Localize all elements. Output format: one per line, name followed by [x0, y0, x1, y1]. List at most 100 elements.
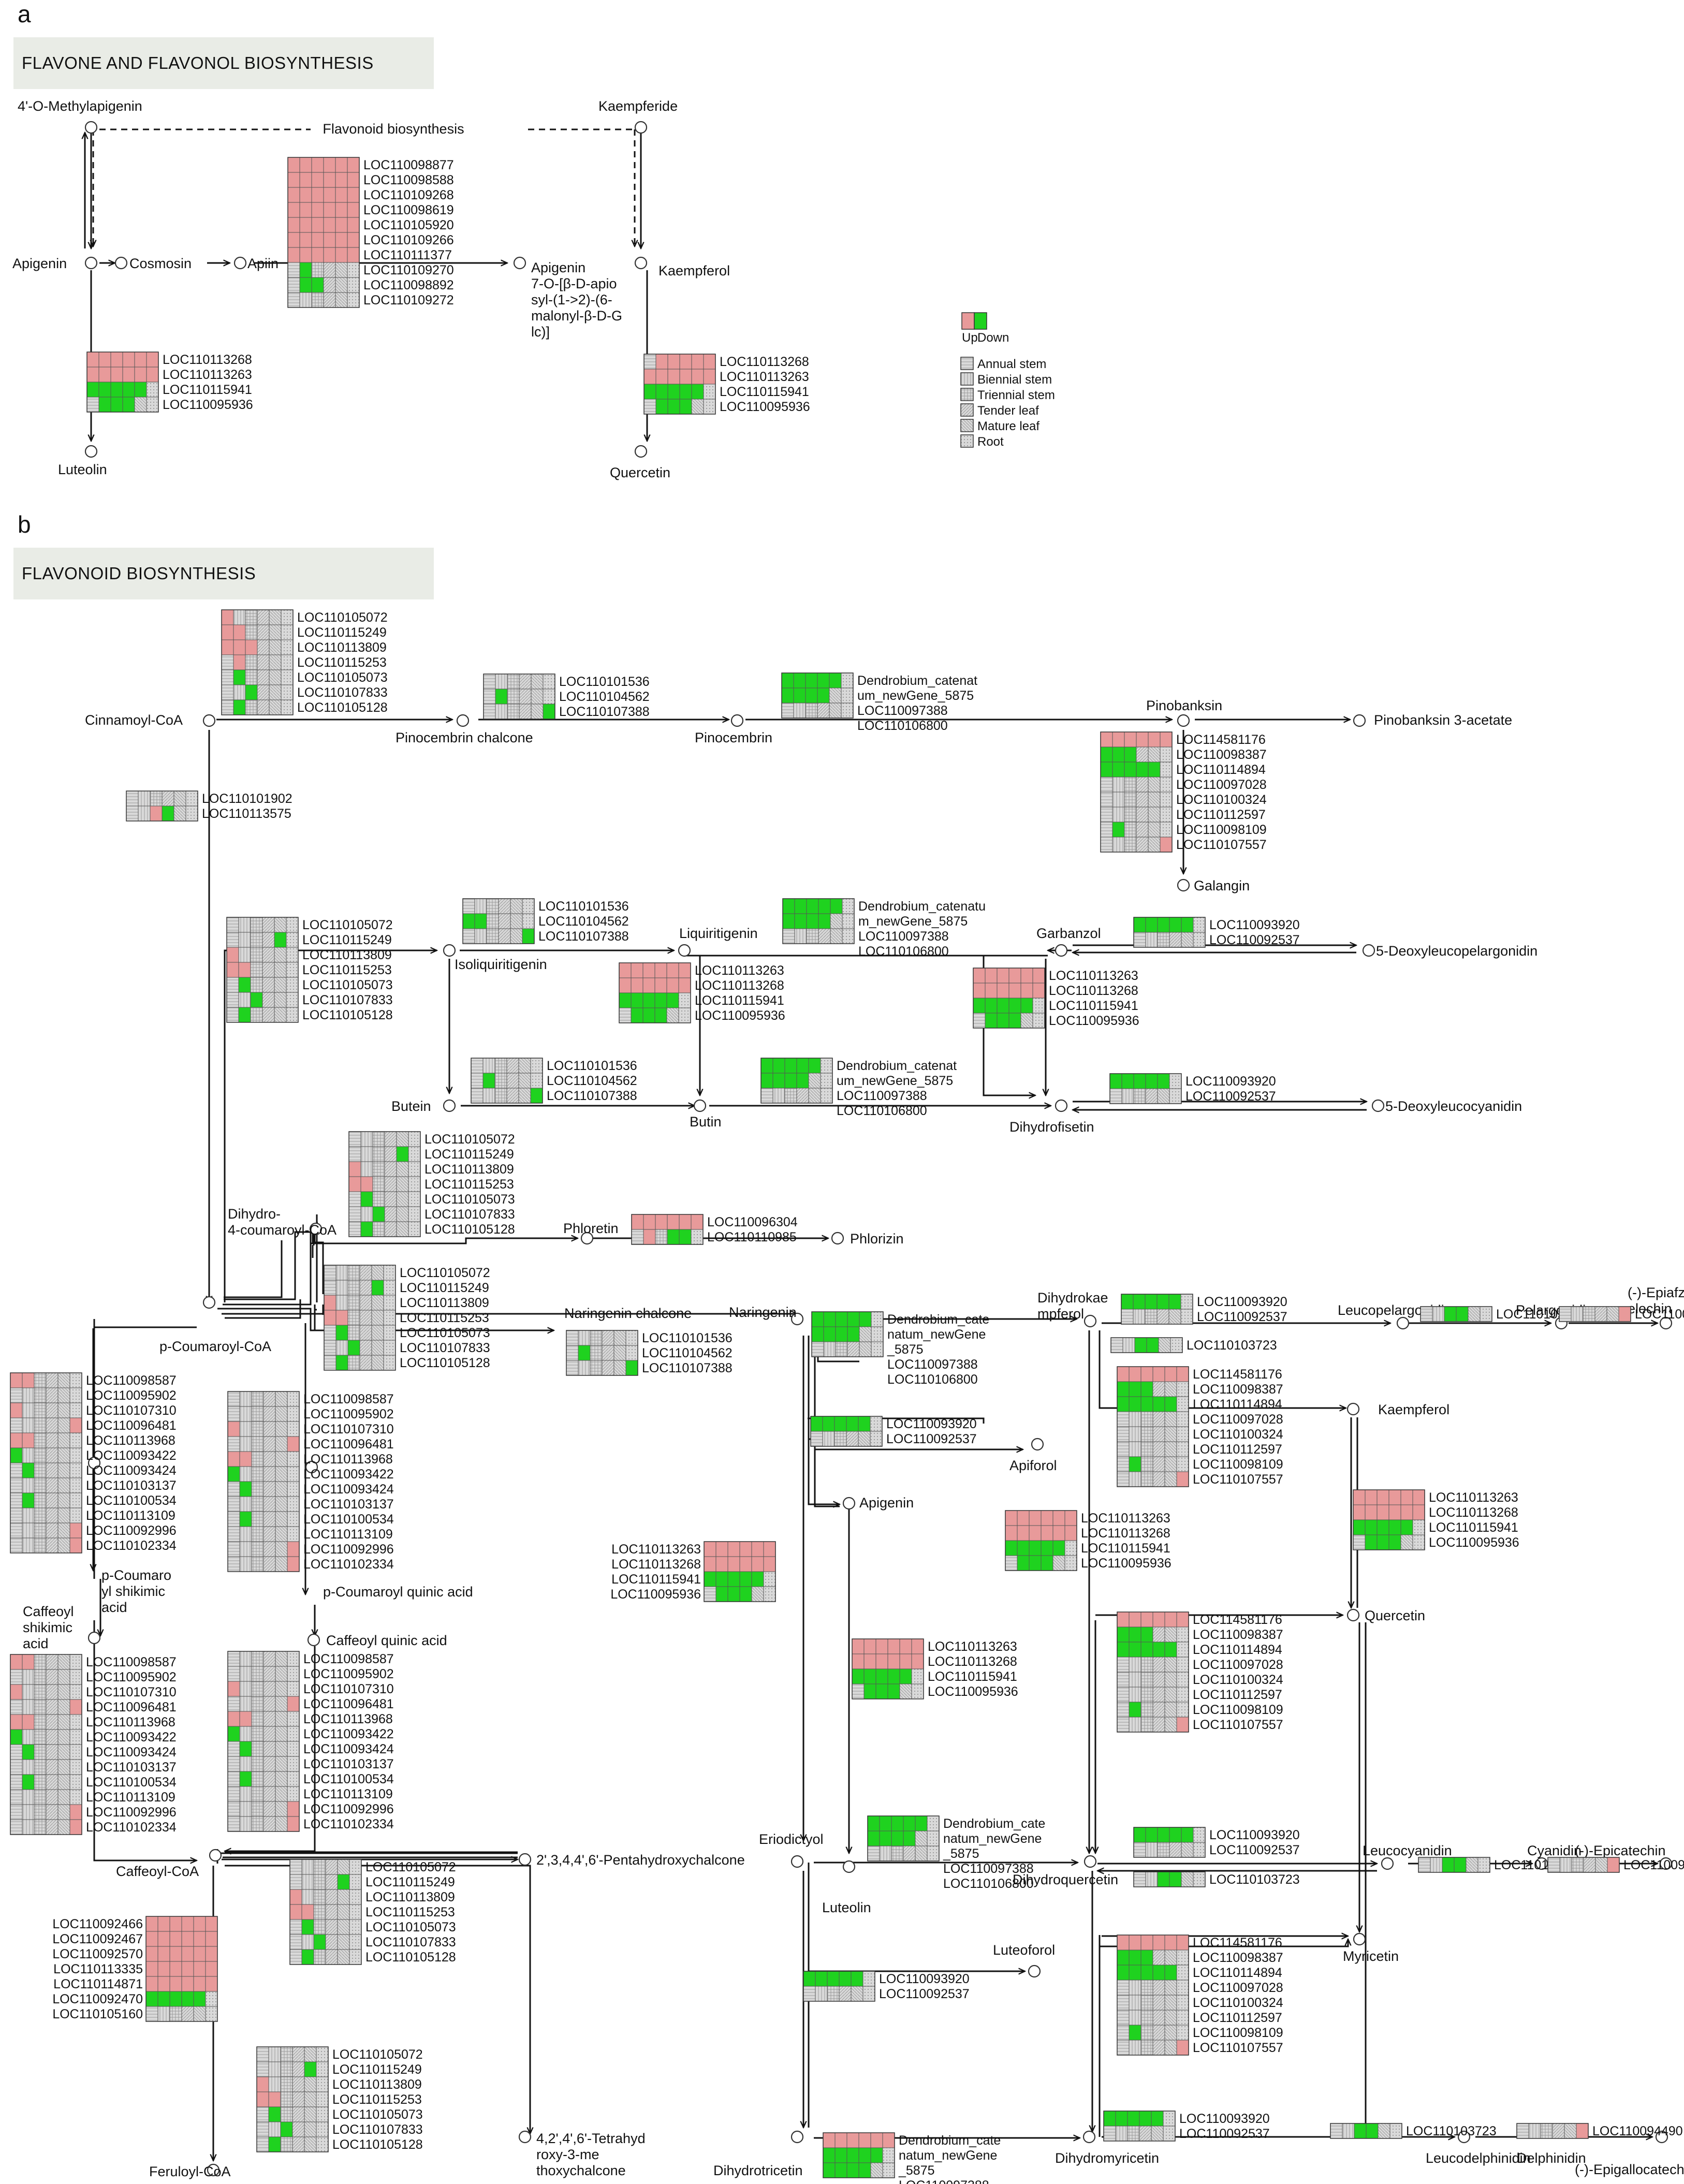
expression-cell: [1164, 1441, 1177, 1457]
expression-cell: [275, 1726, 288, 1742]
gene-label: LOC110103723: [1209, 1872, 1300, 1887]
expression-cell: [262, 992, 275, 1008]
expression-cell: [530, 1073, 543, 1089]
metabolite-label: 5-Deoxyleucopelargonidin: [1376, 943, 1537, 959]
expression-cell: [69, 1417, 82, 1433]
expression-cell: [250, 992, 263, 1008]
expression-cell: [506, 1088, 519, 1104]
expression-cell: [1117, 2040, 1130, 2056]
expression-cell: [1129, 1641, 1141, 1658]
expression-cell: [494, 1058, 507, 1074]
expression-cell: [867, 1845, 880, 1861]
expression-cell: [221, 654, 234, 670]
gene-label: LOC110098892: [363, 278, 454, 292]
expression-cell: [703, 384, 716, 400]
expression-cell: [162, 805, 174, 822]
expression-cell: [335, 1340, 348, 1356]
expression-cell: [126, 805, 139, 822]
expression-cell: [275, 1711, 288, 1727]
metabolite-node: [1396, 1316, 1410, 1330]
metabolite-node: [1055, 944, 1068, 957]
expression-cell: [691, 1214, 704, 1230]
expression-cell: [335, 202, 348, 218]
expression-cell: [275, 1666, 288, 1682]
expression-cell: [1181, 917, 1194, 933]
expression-cell: [1559, 1857, 1572, 1873]
metabolite-label: Dihydroquercetin: [1013, 1872, 1118, 1887]
expression-cell: [335, 262, 348, 278]
gene-label: LOC110096481: [303, 1437, 394, 1452]
expression-cell: [1152, 1687, 1165, 1703]
expression-cell: [287, 262, 300, 278]
expression-cell: [287, 247, 300, 263]
expression-cell: [256, 2136, 269, 2152]
expression-cell: [34, 1537, 47, 1553]
metabolite-label: Kaempferol: [1378, 1402, 1449, 1417]
expression-cell: [146, 351, 159, 368]
expression-cell: [1176, 1366, 1189, 1382]
gene-label: LOC110111377: [363, 248, 452, 262]
expression-cell: [311, 232, 324, 248]
expression-cell: [727, 1556, 740, 1572]
expression-cell: [251, 1651, 264, 1667]
expression-cell: [239, 1816, 252, 1832]
expression-cell: [226, 947, 239, 963]
legend-tissue-swatch: [960, 403, 974, 417]
metabolite-node: [1346, 1402, 1360, 1416]
expression-cell: [1140, 1672, 1153, 1688]
gene-label: LOC110092996: [303, 1542, 394, 1557]
gene-label: LOC110097388: [887, 1357, 978, 1372]
expression-cell: [227, 1481, 240, 1497]
expression-cell: [227, 1771, 240, 1787]
legend-up-swatch: [961, 312, 975, 330]
gene-label: natum_newGene: [899, 2148, 997, 2163]
expression-cell: [498, 913, 511, 929]
gene-label: LOC110113263: [1081, 1511, 1170, 1526]
expression-cell: [263, 1816, 276, 1832]
gene-label: LOC110107833: [332, 2122, 423, 2137]
gene-heatmap: LOC110105072LOC110115249LOC110113809LOC1…: [324, 1265, 490, 1371]
expression-cell: [57, 1447, 70, 1463]
gene-label: LOC110104562: [559, 690, 650, 704]
expression-cell: [46, 1714, 58, 1730]
expression-cell: [1112, 731, 1125, 747]
expression-cell: [239, 1451, 252, 1467]
expression-cell: [1377, 1534, 1389, 1550]
expression-cell: [173, 805, 186, 822]
expression-cell: [1176, 1702, 1189, 1718]
expression-cell: [269, 639, 282, 655]
gene-label: LOC110105072: [424, 1132, 515, 1147]
expression-cell: [262, 977, 275, 993]
expression-cell: [887, 1683, 900, 1699]
expression-cell: [46, 1669, 58, 1685]
metabolite-label: Luteolin: [58, 462, 107, 477]
gene-label: LOC110092467: [52, 1932, 143, 1946]
gene-label: LOC110115253: [297, 655, 387, 670]
expression-cell: [169, 1976, 182, 1992]
expression-cell: [1559, 1306, 1572, 1322]
expression-cell: [280, 2106, 293, 2122]
metabolite-label: Eriodictyol: [759, 1831, 824, 1847]
legend-down-swatch: [974, 312, 987, 330]
expression-cell: [57, 1432, 70, 1448]
expression-cell: [1152, 1995, 1165, 2011]
legend-tissue-swatch: [960, 388, 974, 401]
expression-cell: [34, 1462, 47, 1478]
expression-cell: [69, 1387, 82, 1403]
expression-cell: [911, 1638, 924, 1654]
gene-label: m_newGene_5875: [858, 914, 968, 929]
expression-cell: [145, 1976, 158, 1992]
expression-cell: [578, 1330, 591, 1346]
expression-cell: [1117, 1441, 1130, 1457]
expression-cell: [146, 382, 159, 398]
expression-cell: [691, 369, 704, 385]
expression-cell: [323, 217, 336, 233]
expression-cell: [46, 1447, 58, 1463]
gene-label: LOC110107388: [547, 1089, 637, 1103]
expression-cell: [162, 790, 174, 807]
gene-label: LOC110097388: [857, 703, 948, 718]
expression-cell: [823, 1326, 836, 1342]
expression-cell: [257, 684, 270, 700]
gene-label: LOC110110985: [707, 1230, 797, 1244]
